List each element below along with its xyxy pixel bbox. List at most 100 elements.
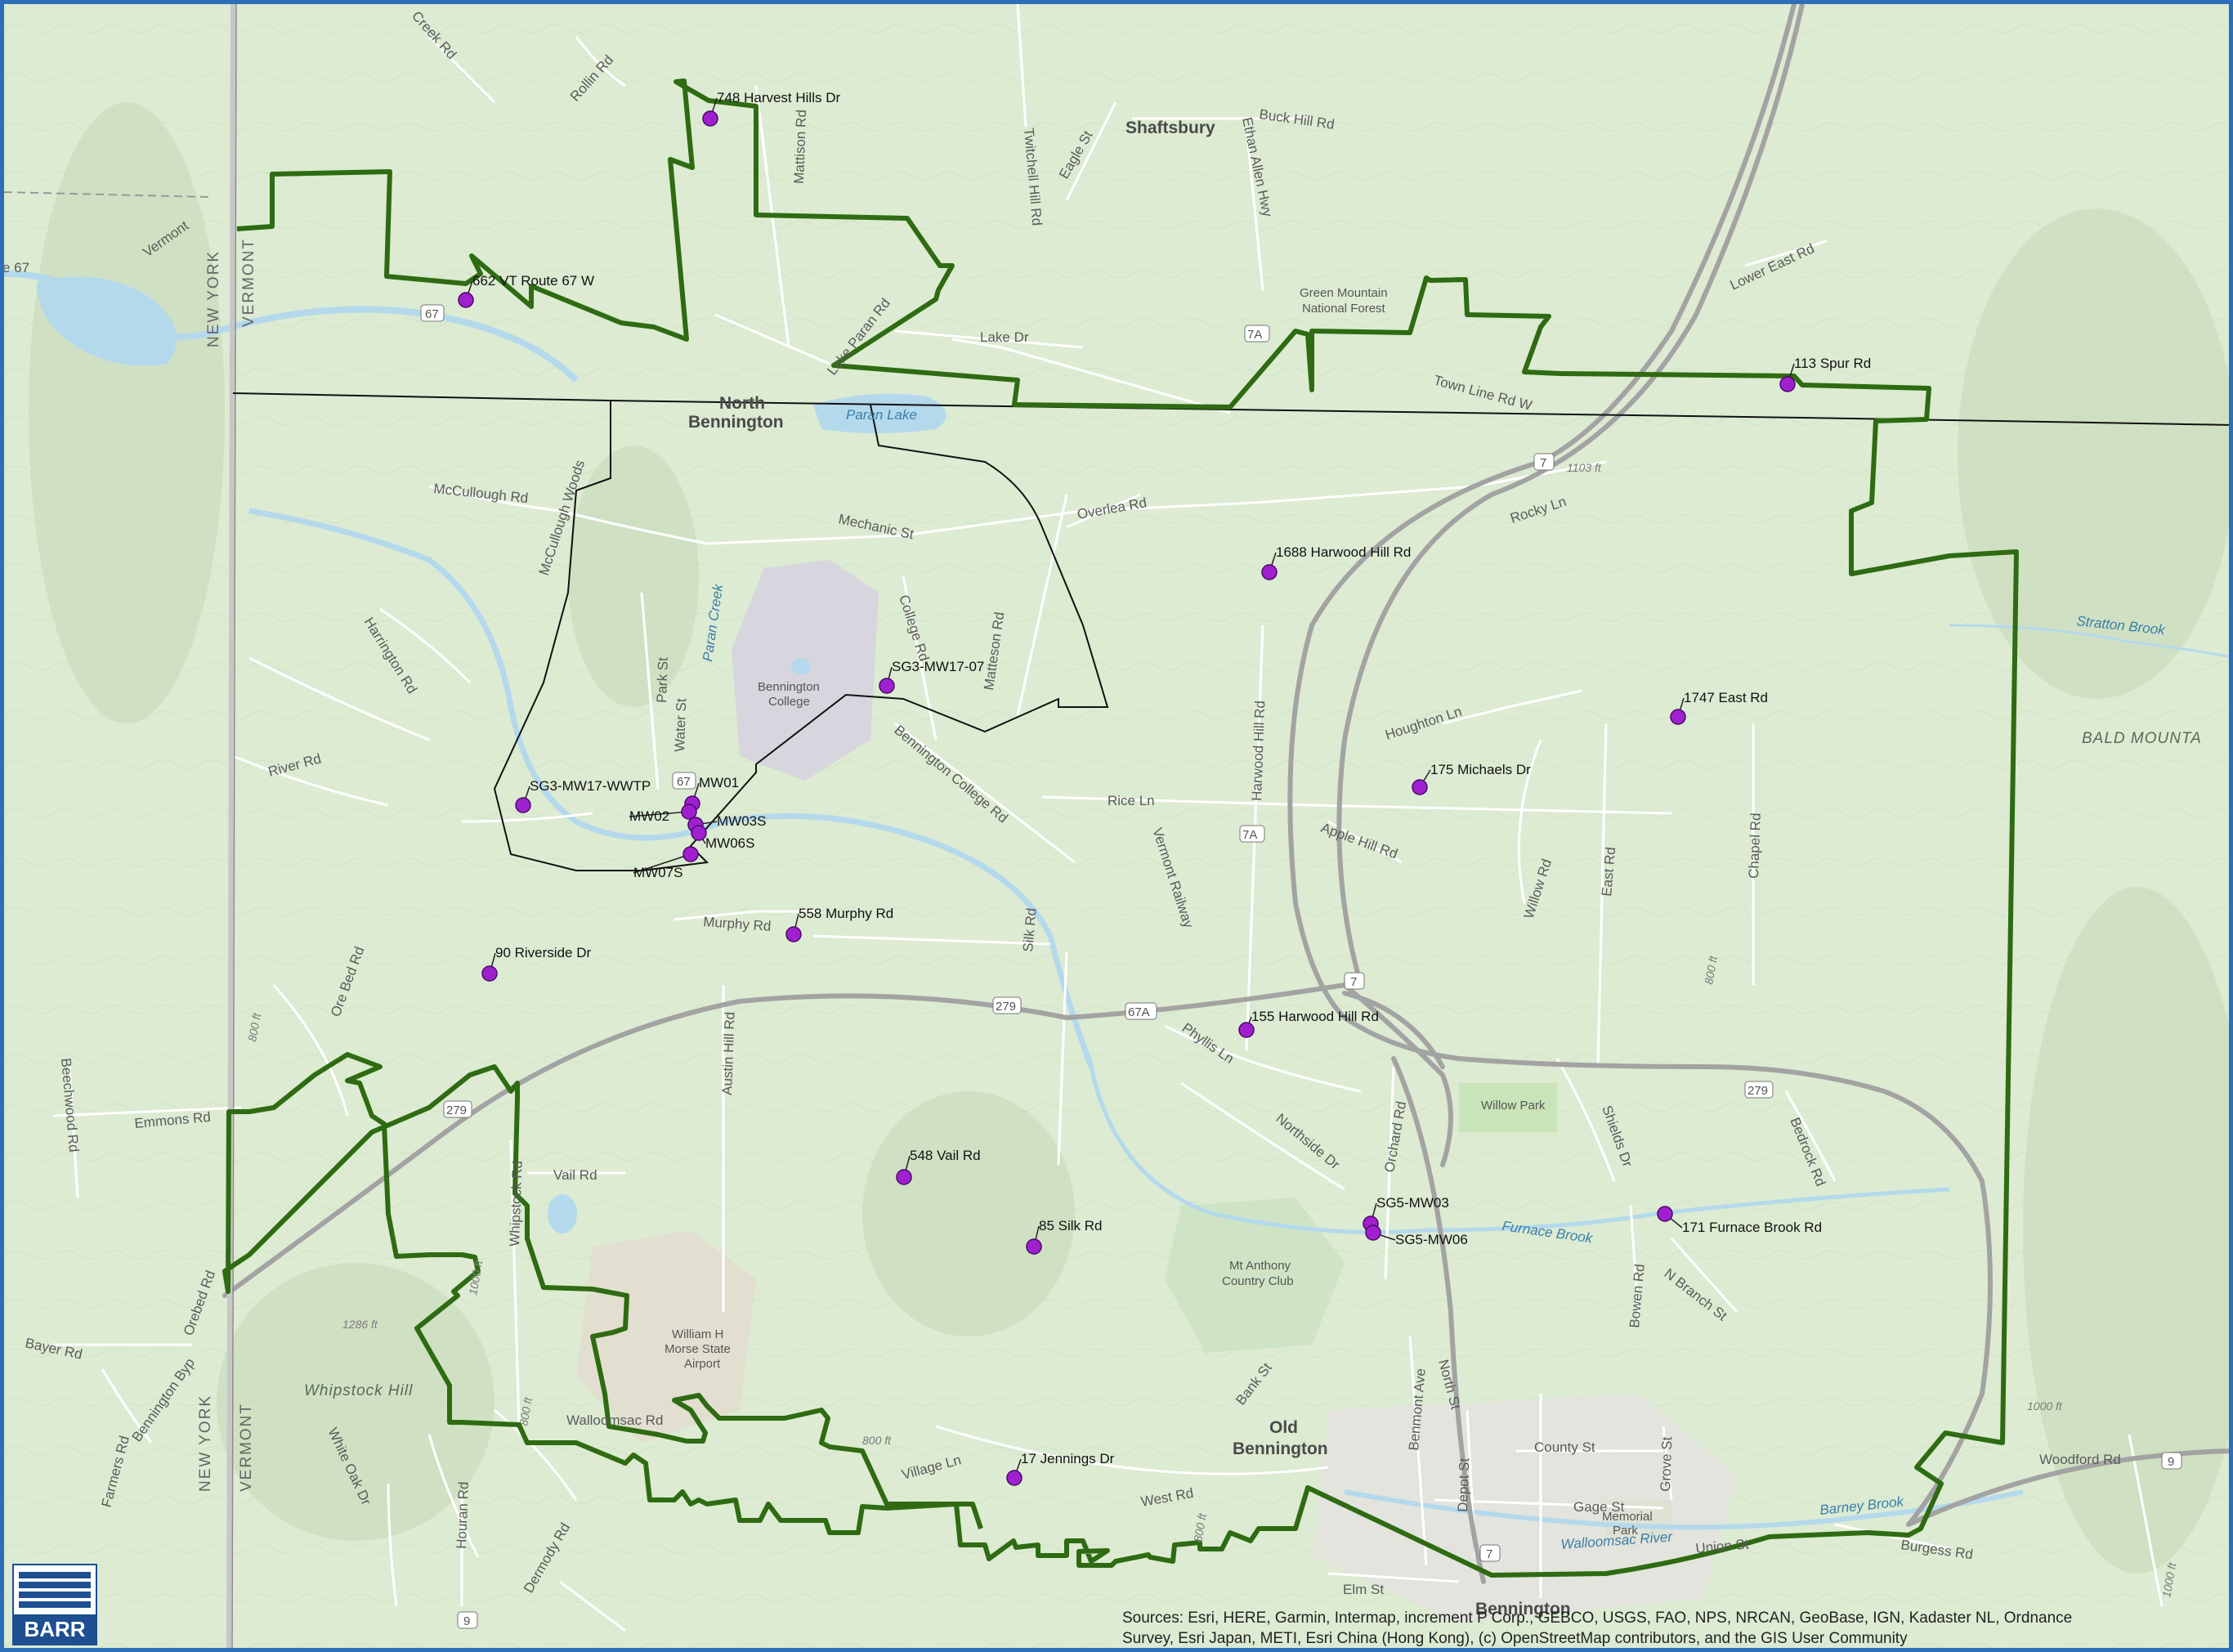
site-19[interactable]: SG5-MW06	[1365, 1224, 1468, 1247]
site-label: 175 Michaels Dr	[1430, 762, 1531, 777]
svg-text:7A: 7A	[1242, 828, 1257, 842]
site-marker-dot	[1657, 1206, 1673, 1222]
site-17[interactable]: 85 Silk Rd	[1026, 1218, 1102, 1255]
highways	[222, 4, 2229, 1584]
label-vail-rd: Vail Rd	[553, 1167, 597, 1183]
site-14[interactable]: 90 Riverside Dr	[481, 945, 591, 982]
site-label: 748 Harvest Hills Dr	[717, 90, 840, 105]
label-rice-ln: Rice Ln	[1108, 793, 1155, 808]
site-label: 17 Jennings Dr	[1021, 1451, 1115, 1466]
svg-text:279: 279	[1747, 1084, 1768, 1098]
label-elev-800b: 800 ft	[862, 1434, 892, 1447]
site-2[interactable]: 113 Spur Rd	[1779, 356, 1871, 392]
label-elev-800a: 800 ft	[245, 1011, 263, 1042]
site-marker-dot	[1026, 1238, 1042, 1255]
site-15[interactable]: 155 Harwood Hill Rd	[1238, 1009, 1379, 1038]
shield-7a-1: 7A	[1244, 325, 1270, 342]
label-houran-rd: Houran Rd	[454, 1481, 472, 1549]
label-water-st: Water St	[672, 698, 689, 752]
site-label: 548 Vail Rd	[910, 1148, 981, 1163]
label-walloomsac-rd: Walloomsac Rd	[566, 1412, 663, 1428]
site-marker-dot	[515, 797, 531, 813]
site-label: 1688 Harwood Hill Rd	[1276, 544, 1411, 560]
barr-logo-text: BARR	[14, 1614, 96, 1644]
label-harwood-hill-rd: Harwood Hill Rd	[1249, 701, 1268, 801]
svg-text:7: 7	[1486, 1547, 1492, 1561]
place-labels: Shaftsbury North Bennington Old Benningt…	[688, 119, 1571, 1618]
label-bennington-college-1: Bennington	[758, 680, 820, 694]
label-morse-airport-3: Airport	[684, 1357, 721, 1371]
minor-roads	[52, 4, 2164, 1632]
site-label: SG3-MW17-07	[892, 659, 984, 674]
site-6[interactable]: 175 Michaels Dr	[1412, 762, 1531, 795]
shield-67b: 67	[672, 772, 696, 790]
site-21[interactable]: 17 Jennings Dr	[1006, 1451, 1115, 1486]
label-north-bennington-2: Bennington	[688, 413, 784, 432]
shield-67A: 67A	[1125, 1002, 1157, 1020]
site-label: 90 Riverside Dr	[495, 945, 591, 960]
site-9[interactable]: MW02	[629, 804, 697, 824]
svg-text:279: 279	[996, 1000, 1016, 1014]
label-memorial-park-2: Park	[1613, 1524, 1638, 1538]
label-memorial-park-1: Memorial	[1602, 1510, 1653, 1524]
site-label: MW01	[699, 775, 739, 790]
label-whipstock-rd: Whipstock Rd	[507, 1161, 526, 1247]
label-park-st: Park St	[654, 656, 671, 703]
label-silk-rd: Silk Rd	[1020, 907, 1040, 952]
svg-text:279: 279	[446, 1104, 467, 1117]
site-marker-dot	[481, 965, 498, 982]
label-mt-anthony-1: Mt Anthony	[1229, 1259, 1291, 1273]
contour-texture	[4, 4, 2229, 1648]
sampling-sites: 748 Harvest Hills Dr 662 VT Route 67 W 113…	[458, 90, 1871, 1486]
site-13[interactable]: 558 Murphy Rd	[785, 906, 893, 942]
shield-7-2: 7	[1344, 972, 1365, 990]
site-label: 171 Furnace Brook Rd	[1682, 1220, 1822, 1235]
site-leader-line	[633, 853, 691, 874]
site-label: 113 Spur Rd	[1794, 356, 1871, 371]
label-old-bennington-2: Bennington	[1233, 1439, 1328, 1458]
site-11[interactable]: MW06S	[691, 825, 754, 851]
site-20[interactable]: 171 Furnace Brook Rd	[1657, 1206, 1822, 1235]
site-label: MW07S	[633, 865, 682, 880]
site-marker-dot	[785, 926, 802, 942]
elevation-labels: 1103 ft 1286 ft 1000 ft 1000 ft 1000 ft …	[245, 461, 2178, 1599]
site-label: SG3-MW17-WWTP	[530, 778, 651, 794]
label-chapel-rd: Chapel Rd	[1746, 813, 1764, 879]
site-16[interactable]: 548 Vail Rd	[896, 1148, 981, 1185]
site-12[interactable]: MW07S	[633, 846, 699, 880]
label-elev-1000a: 1000 ft	[466, 1258, 485, 1296]
label-elev-800e: 800 ft	[1702, 954, 1720, 985]
lakes	[37, 276, 946, 1233]
label-elev-800c: 800 ft	[517, 1395, 535, 1426]
shield-279b: 279	[1744, 1081, 1774, 1099]
label-elev-1000b: 1000 ft	[2027, 1399, 2063, 1412]
svg-text:67: 67	[425, 307, 439, 321]
site-5[interactable]: 1747 East Rd	[1670, 690, 1768, 725]
svg-text:7: 7	[1540, 456, 1546, 470]
label-elev-1103: 1103 ft	[1567, 461, 1602, 474]
label-mt-anthony-2: Country Club	[1222, 1274, 1294, 1288]
site-8[interactable]: MW01	[684, 775, 739, 812]
hillshade	[29, 102, 2229, 1574]
site-marker-dot	[681, 804, 697, 820]
site-marker-dot	[682, 846, 699, 862]
site-label: MW02	[629, 808, 669, 824]
barr-logo: BARR	[12, 1564, 97, 1645]
map-attribution: Sources: Esri, HERE, Garmin, Intermap, i…	[1122, 1608, 2201, 1648]
site-1[interactable]: 662 VT Route 67 W	[458, 273, 594, 308]
attribution-line-2: Survey, Esri Japan, METI, Esri China (Ho…	[1122, 1630, 1908, 1647]
label-shaftsbury: Shaftsbury	[1125, 119, 1215, 137]
label-bennington-bottom: Bennington	[1475, 1600, 1571, 1618]
site-leader-line	[629, 811, 690, 817]
label-old-bennington-1: Old	[1269, 1418, 1298, 1437]
site-0[interactable]: 748 Harvest Hills Dr	[702, 90, 840, 127]
site-4[interactable]: SG3-MW17-07	[879, 659, 984, 694]
site-7[interactable]: SG3-MW17-WWTP	[515, 778, 651, 813]
site-3[interactable]: 1688 Harwood Hill Rd	[1261, 544, 1411, 580]
site-label: 85 Silk Rd	[1039, 1218, 1102, 1233]
label-new-york-top: NEW YORK	[205, 250, 222, 347]
label-green-mountain-1: Green Mountain	[1300, 286, 1388, 300]
area-labels: Green Mountain National Forest Benningto…	[665, 286, 1653, 1538]
basemap[interactable]: NEW YORK VERMONT NEW YORK VERMONT Shafts…	[4, 4, 2233, 1652]
